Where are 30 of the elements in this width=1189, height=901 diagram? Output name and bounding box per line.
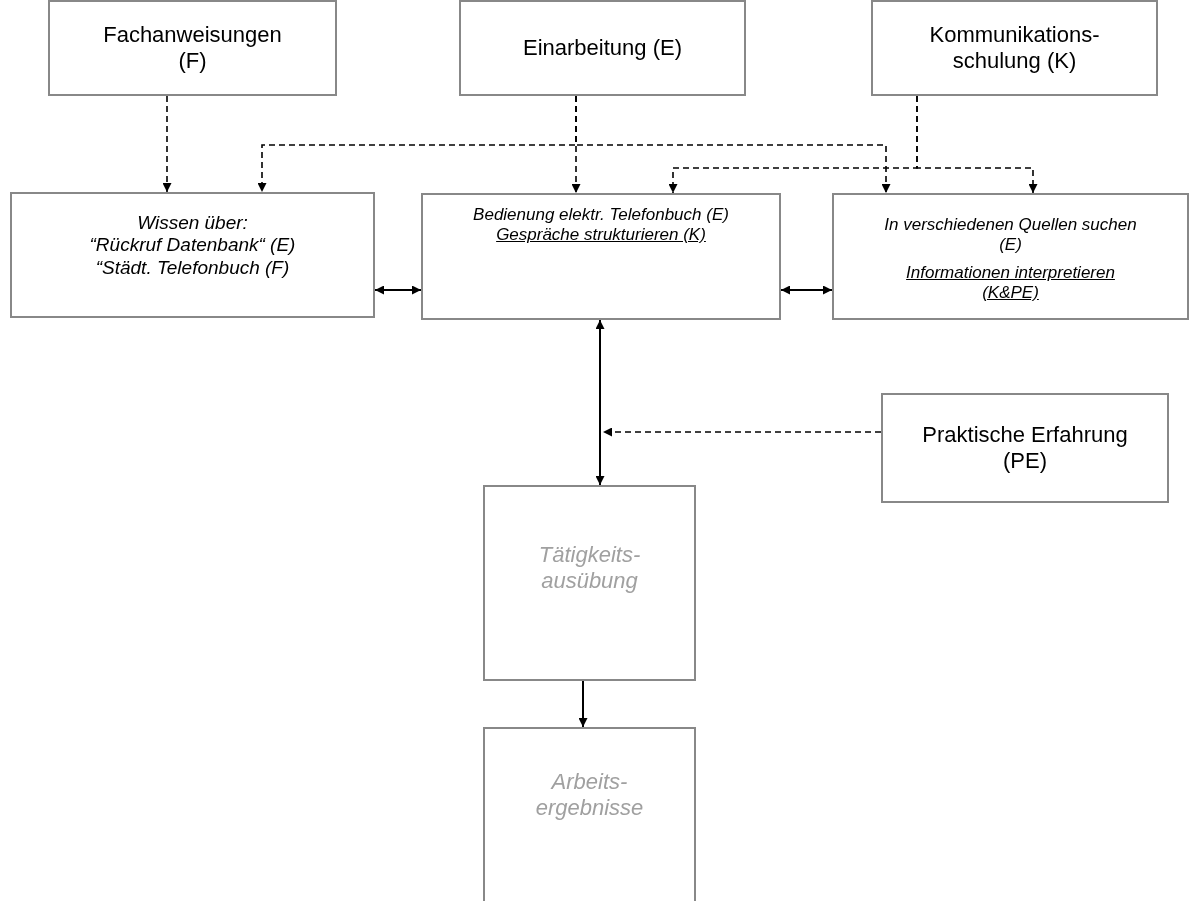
box-label: Informationen interpretieren (K&PE) [905, 263, 1116, 304]
box-label: Wissen über: [137, 212, 248, 235]
text-box [881, 393, 1169, 503]
double-arrow [780, 285, 833, 295]
text-box [10, 192, 375, 318]
text-box [483, 485, 696, 681]
box-label: In verschiedenen Quellen suchen (E) [883, 215, 1138, 256]
dashed-arrow [916, 95, 1038, 194]
double-arrow [595, 319, 605, 486]
text-box [48, 0, 337, 96]
text-box [871, 0, 1158, 96]
box-label: “Rückruf Datenbank“ (E) [89, 234, 296, 257]
text-box [832, 193, 1189, 320]
box-label: Praktische Erfahrung (PE) [921, 422, 1129, 474]
dashed-arrow [602, 427, 882, 437]
dashed-arrow [575, 95, 891, 194]
text-box [421, 193, 781, 320]
text-box [483, 727, 696, 901]
double-arrow [374, 285, 422, 295]
box-label: Kommunikations- schulung (K) [928, 22, 1101, 74]
text-box [459, 0, 746, 96]
dashed-arrow [162, 95, 172, 193]
box-label: Tätigkeits- ausübung [537, 542, 642, 594]
box-label: Fachanweisungen (F) [102, 22, 283, 74]
box-label: Bedienung elektr. Telefonbuch (E) [473, 205, 729, 226]
box-label: “Städt. Telefonbuch (F) [95, 256, 290, 280]
arrow [578, 680, 588, 728]
box-label: Einarbeitung (E) [523, 35, 682, 61]
box-label: Gespräche strukturieren (K) [496, 225, 706, 246]
box-label: Arbeits- ergebnisse [534, 769, 645, 821]
